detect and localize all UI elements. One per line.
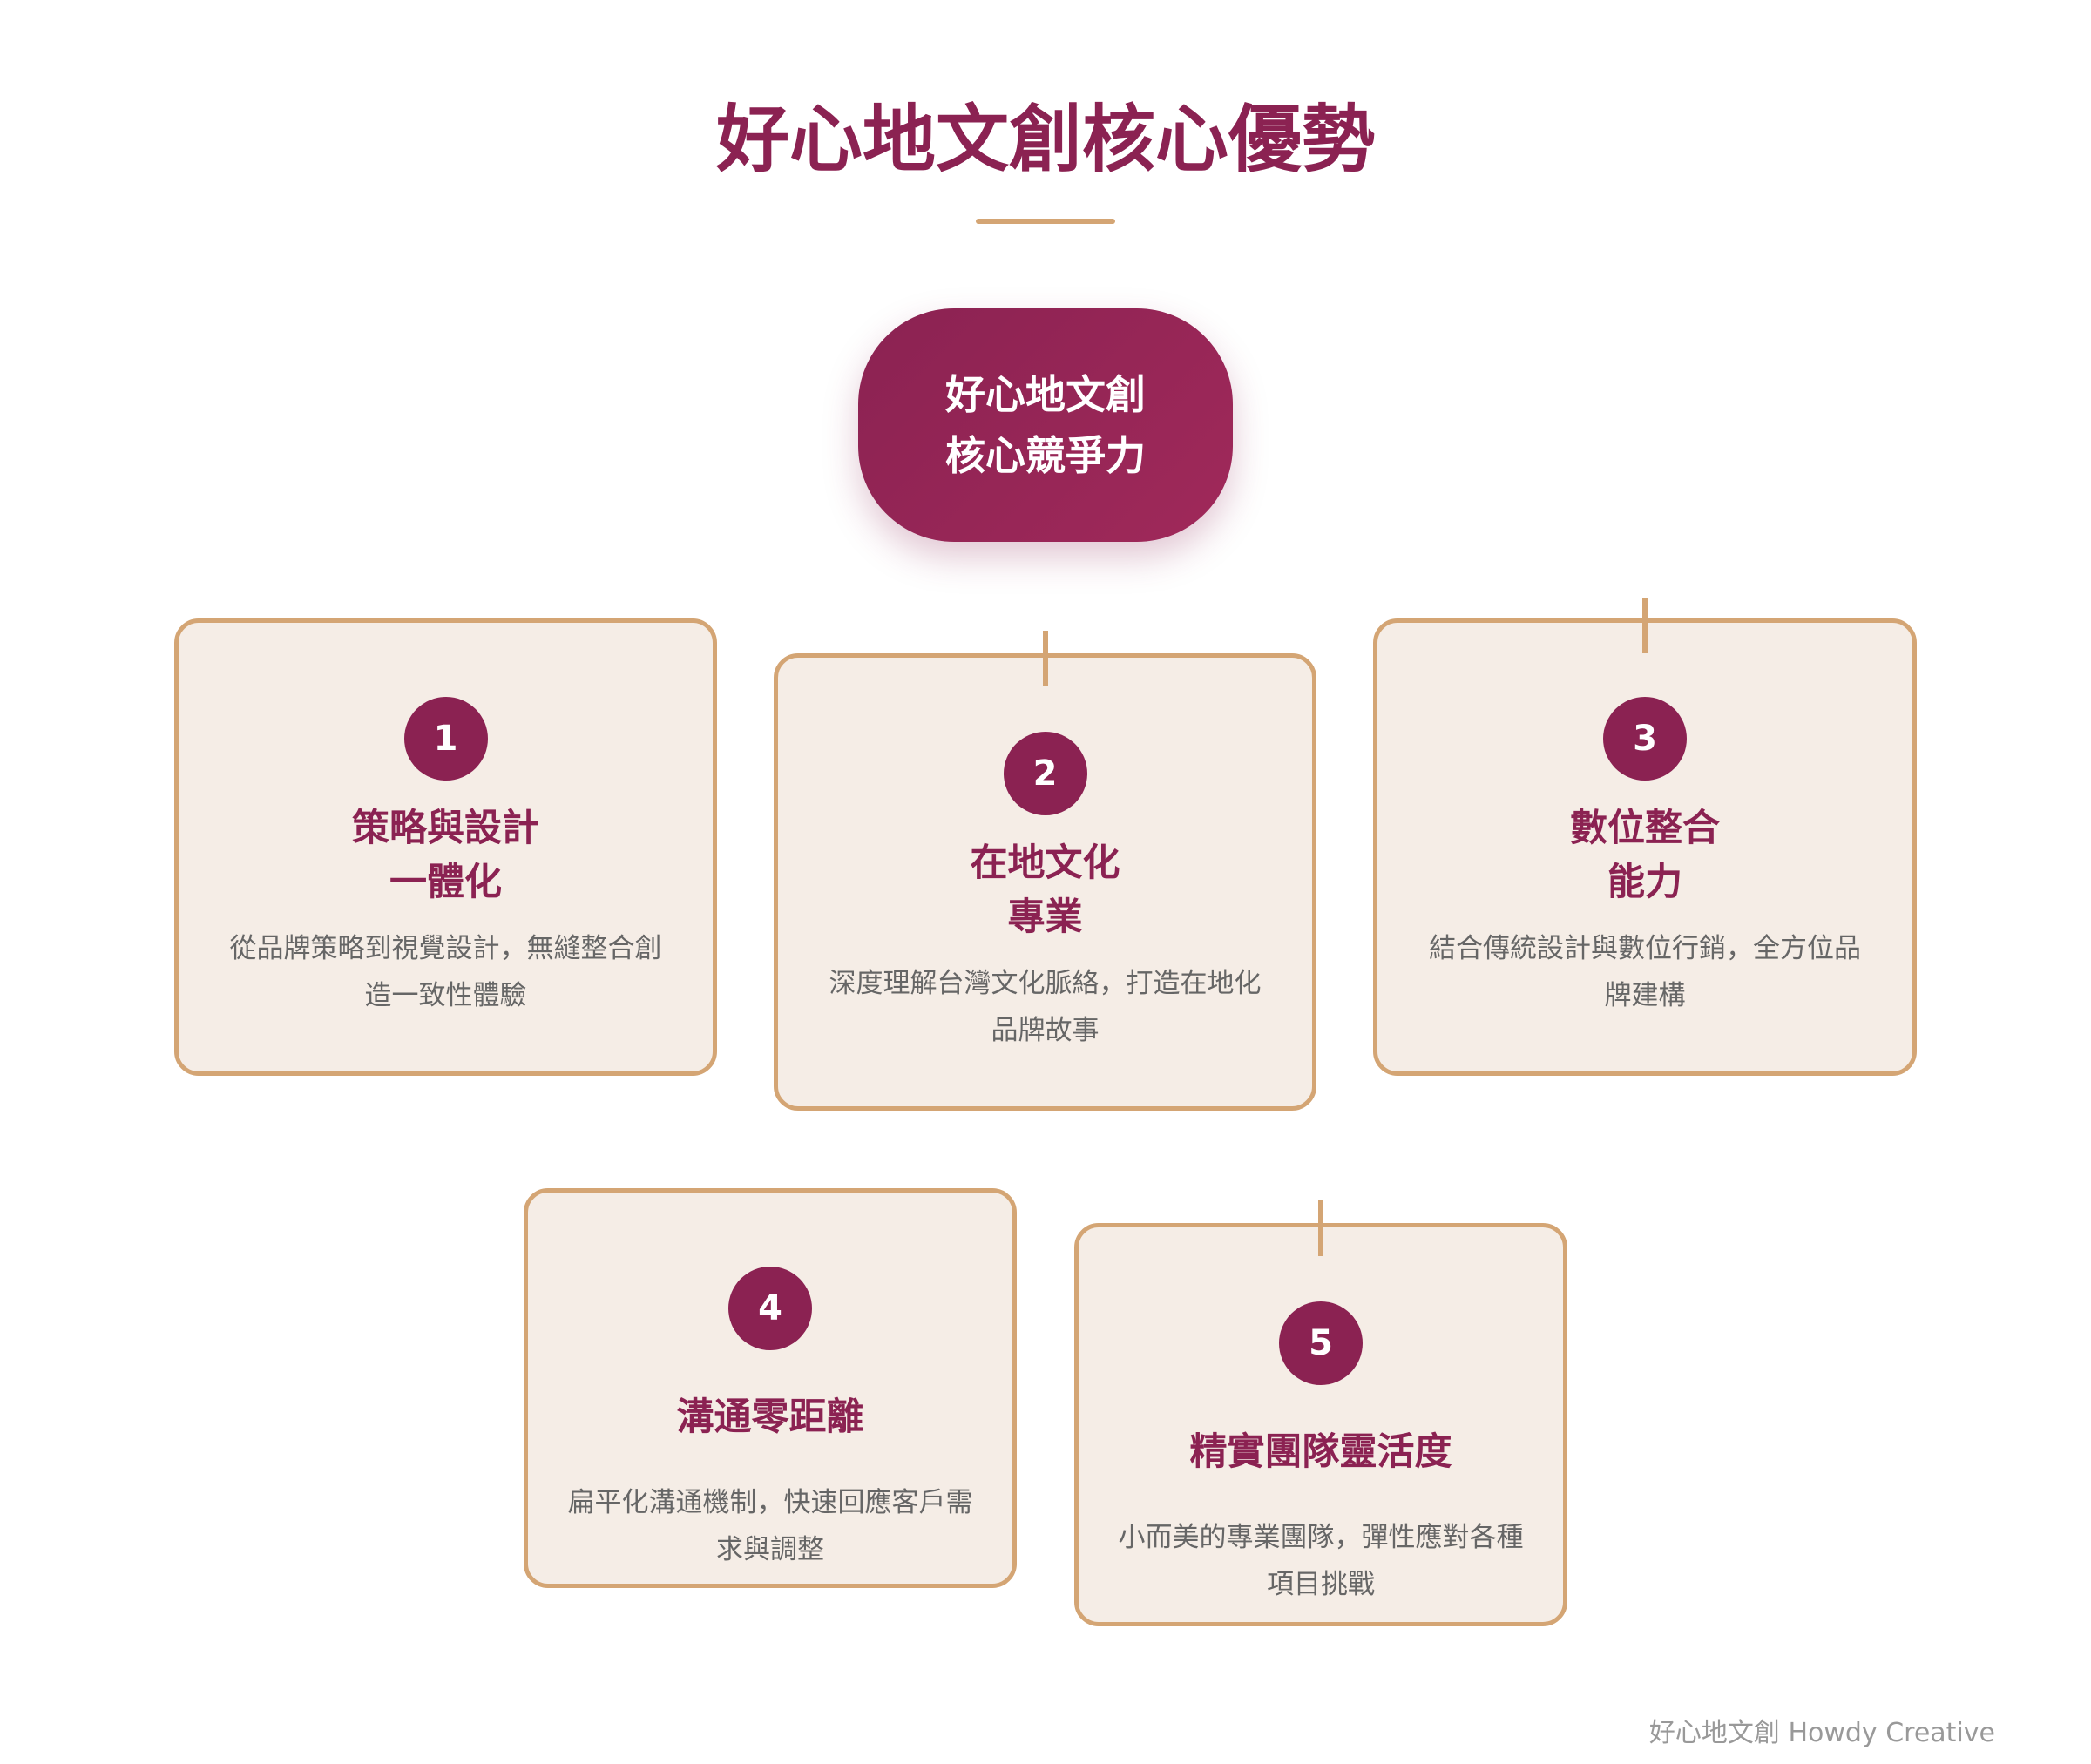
card-title: 策略與設計 一體化 bbox=[352, 800, 539, 911]
number-badge: 3 bbox=[1603, 697, 1687, 781]
advantage-card-5: 5 精實團隊靈活度 小而美的專業團隊，彈性應對各種項目挑戰 bbox=[1074, 1223, 1567, 1626]
footer-brand: 好心地文創 Howdy Creative bbox=[1648, 1718, 1995, 1748]
card-title-line-2: 一體化 bbox=[389, 861, 502, 904]
card-title: 溝通零距離 bbox=[677, 1369, 864, 1465]
title-underline-divider bbox=[976, 219, 1115, 224]
card-title: 精實團隊靈活度 bbox=[1190, 1404, 1452, 1500]
card-description: 小而美的專業團隊，彈性應對各種項目挑戰 bbox=[1118, 1522, 1524, 1600]
core-line-2: 核心競爭力 bbox=[945, 432, 1146, 479]
card-title-line-1: 在地文化 bbox=[970, 841, 1120, 885]
card-title-line-1: 數位整合 bbox=[1570, 807, 1720, 850]
card-title-line-1: 溝通零距離 bbox=[676, 1396, 864, 1439]
advantage-card-2: 2 在地文化 專業 深度理解台灣文化脈絡，打造在地化品牌故事 bbox=[774, 653, 1316, 1111]
core-line-1: 好心地文創 bbox=[945, 371, 1146, 418]
connector-line-3 bbox=[1642, 598, 1648, 653]
advantage-card-3: 3 數位整合 能力 結合傳統設計與數位行銷，全方位品牌建構 bbox=[1373, 618, 1917, 1076]
advantage-card-4: 4 溝通零距離 扁平化溝通機制，快速回應客戶需求與調整 bbox=[524, 1188, 1017, 1588]
advantage-card-1: 1 策略與設計 一體化 從品牌策略到視覺設計，無縫整合創造一致性體驗 bbox=[174, 618, 717, 1076]
card-description: 扁平化溝通機制，快速回應客戶需求與調整 bbox=[567, 1487, 973, 1565]
connector-line-5 bbox=[1318, 1200, 1323, 1256]
card-title-line-1: 策略與設計 bbox=[352, 807, 539, 850]
number-badge: 4 bbox=[728, 1267, 812, 1350]
card-description: 從品牌策略到視覺設計，無縫整合創造一致性體驗 bbox=[229, 933, 662, 1011]
card-title-line-1: 精實團隊靈活度 bbox=[1189, 1430, 1452, 1474]
number-badge: 5 bbox=[1279, 1301, 1363, 1385]
card-title: 數位整合 能力 bbox=[1570, 800, 1720, 911]
card-description: 結合傳統設計與數位行銷，全方位品牌建構 bbox=[1429, 933, 1861, 1011]
connector-line-2 bbox=[1043, 631, 1048, 686]
number-badge: 2 bbox=[1003, 732, 1087, 815]
number-badge: 1 bbox=[403, 697, 488, 781]
card-title-line-2: 專業 bbox=[1007, 896, 1083, 939]
card-description: 深度理解台灣文化脈絡，打造在地化品牌故事 bbox=[829, 968, 1262, 1046]
card-title: 在地文化 專業 bbox=[971, 835, 1120, 946]
page-title: 好心地文創核心優勢 bbox=[715, 97, 1375, 182]
card-title-line-2: 能力 bbox=[1607, 861, 1682, 904]
core-competitiveness-badge: 好心地文創 核心競爭力 bbox=[858, 308, 1233, 542]
